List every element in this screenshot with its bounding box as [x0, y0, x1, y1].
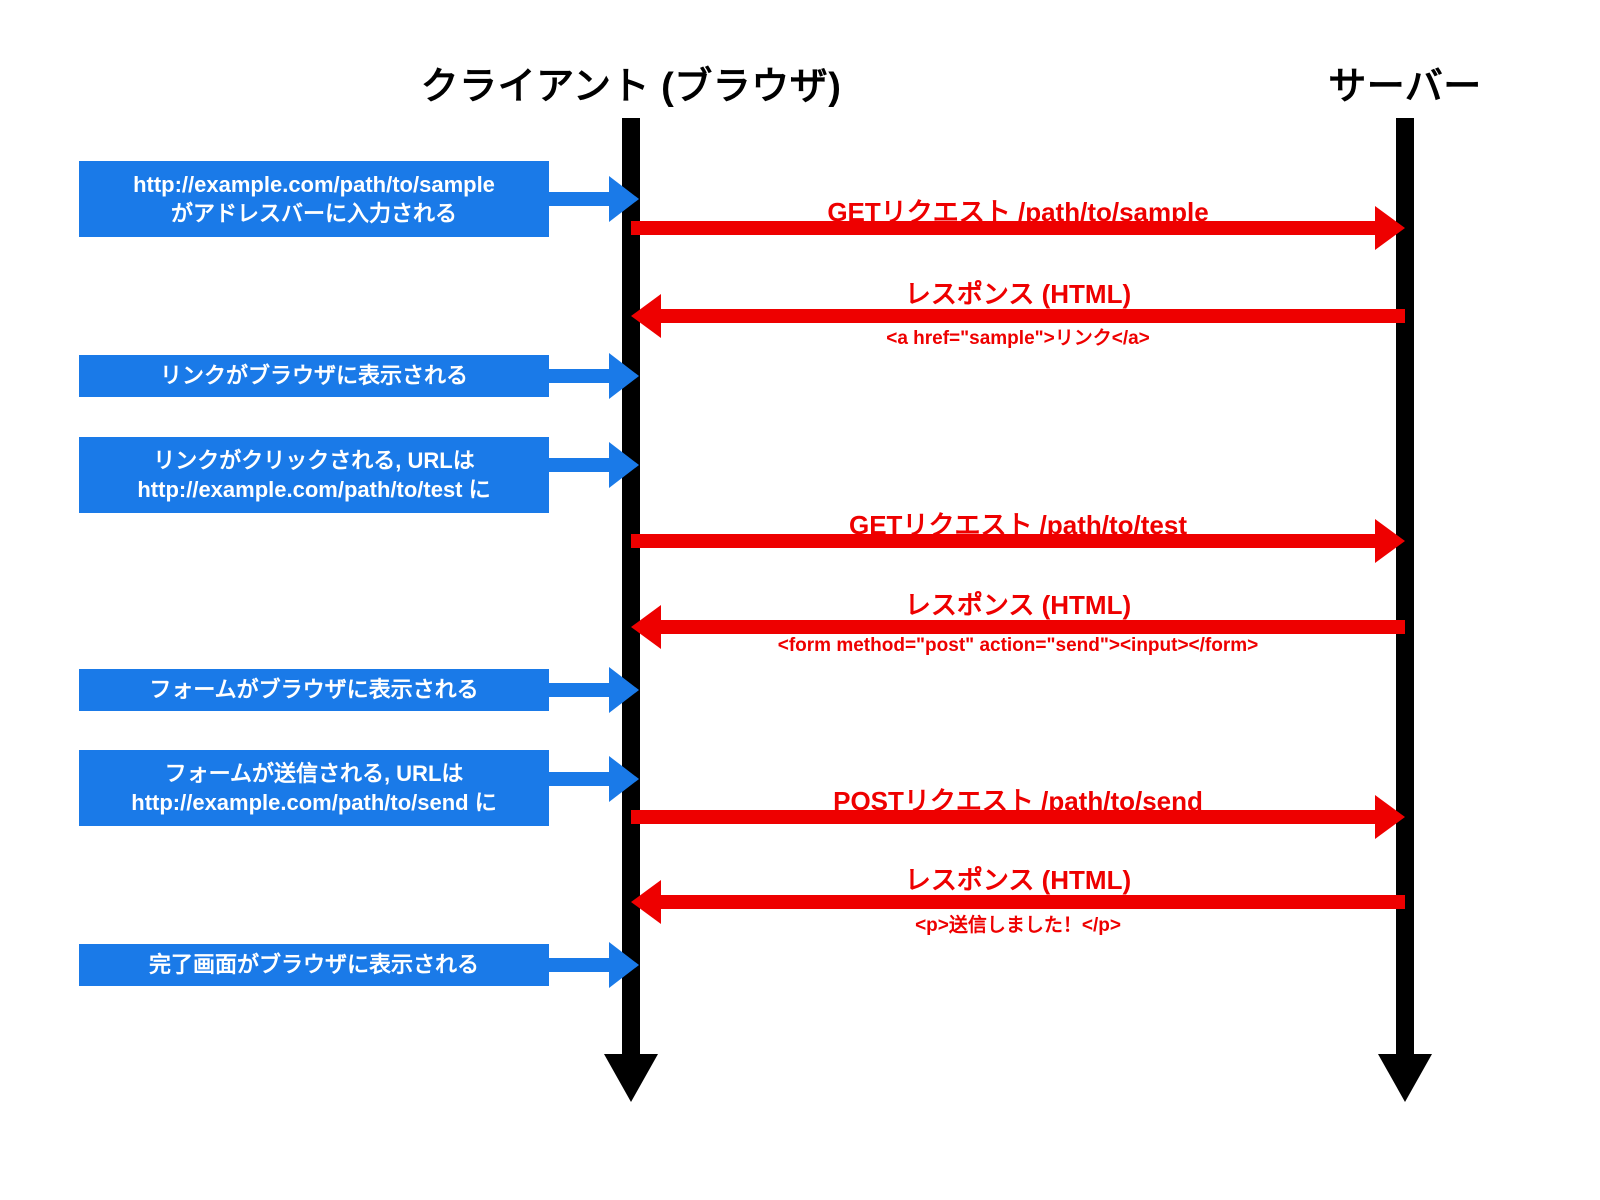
note-connector-arrowhead-icon: [609, 353, 639, 399]
note-line-2: http://example.com/path/to/test に: [137, 477, 491, 502]
message-arrow-shaft: [631, 221, 1377, 235]
note-line-2: http://example.com/path/to/send に: [131, 790, 497, 815]
note-line-1: リンクがクリックされる, URLは: [153, 447, 475, 473]
message-label: レスポンス (HTML): [904, 865, 1132, 895]
note-connector-shaft: [549, 192, 614, 206]
message-arrow-shaft: [659, 620, 1405, 634]
note-connector-shaft: [549, 958, 614, 972]
message-sublabel: <p>送信しました！</p>: [915, 915, 1121, 936]
note-connector-arrowhead-icon: [609, 667, 639, 713]
message-sublabel: <a href="sample">リンク</a>: [886, 328, 1150, 349]
note-box: フォームがブラウザに表示される: [79, 669, 549, 711]
message-arrowhead-right-icon: [1375, 206, 1405, 250]
note-line-1: フォームがブラウザに表示される: [149, 677, 479, 703]
note-line-1: http://example.com/path/to/sample: [133, 171, 495, 197]
message-arrowhead-left-icon: [631, 880, 661, 924]
message-arrow-shaft: [659, 895, 1405, 909]
message-arrowhead-left-icon: [631, 605, 661, 649]
note-connector-arrowhead-icon: [609, 942, 639, 988]
note-connector-shaft: [549, 683, 614, 697]
note-box: リンクがブラウザに表示される: [79, 355, 549, 397]
message-arrow-shaft: [631, 534, 1377, 548]
note-box: リンクがクリックされる, URLは http://example.com/pat…: [79, 437, 549, 513]
note-box: http://example.com/path/to/sample がアドレスバ…: [79, 161, 549, 237]
note-connector-shaft: [549, 458, 614, 472]
message-label: レスポンス (HTML): [904, 279, 1132, 309]
message-label: レスポンス (HTML): [904, 590, 1132, 620]
lifeline-server-arrowhead-icon: [1378, 1054, 1432, 1102]
note-line-2: がアドレスバーに入力される: [170, 201, 457, 226]
message-arrowhead-right-icon: [1375, 795, 1405, 839]
lifeline-client-arrowhead-icon: [604, 1054, 658, 1102]
note-connector-shaft: [549, 369, 614, 383]
note-connector-shaft: [549, 772, 614, 786]
note-connector-arrowhead-icon: [609, 756, 639, 802]
lifeline-server: [1396, 118, 1414, 1056]
note-connector-arrowhead-icon: [609, 442, 639, 488]
message-arrow-shaft: [631, 810, 1377, 824]
lifeline-title-server: サーバー: [1328, 66, 1482, 108]
lifeline-title-client: クライアント (ブラウザ): [420, 66, 842, 108]
message-sublabel: <form method="post" action="send"><input…: [777, 635, 1259, 656]
note-connector-arrowhead-icon: [609, 176, 639, 222]
note-box: フォームが送信される, URLは http://example.com/path…: [79, 750, 549, 826]
note-line-1: リンクがブラウザに表示される: [159, 363, 468, 389]
message-arrow-shaft: [659, 309, 1405, 323]
message-arrowhead-left-icon: [631, 294, 661, 338]
note-box: 完了画面がブラウザに表示される: [79, 944, 549, 986]
note-line-1: フォームが送信される, URLは: [164, 760, 464, 786]
note-line-1: 完了画面がブラウザに表示される: [148, 952, 479, 978]
message-arrowhead-right-icon: [1375, 519, 1405, 563]
